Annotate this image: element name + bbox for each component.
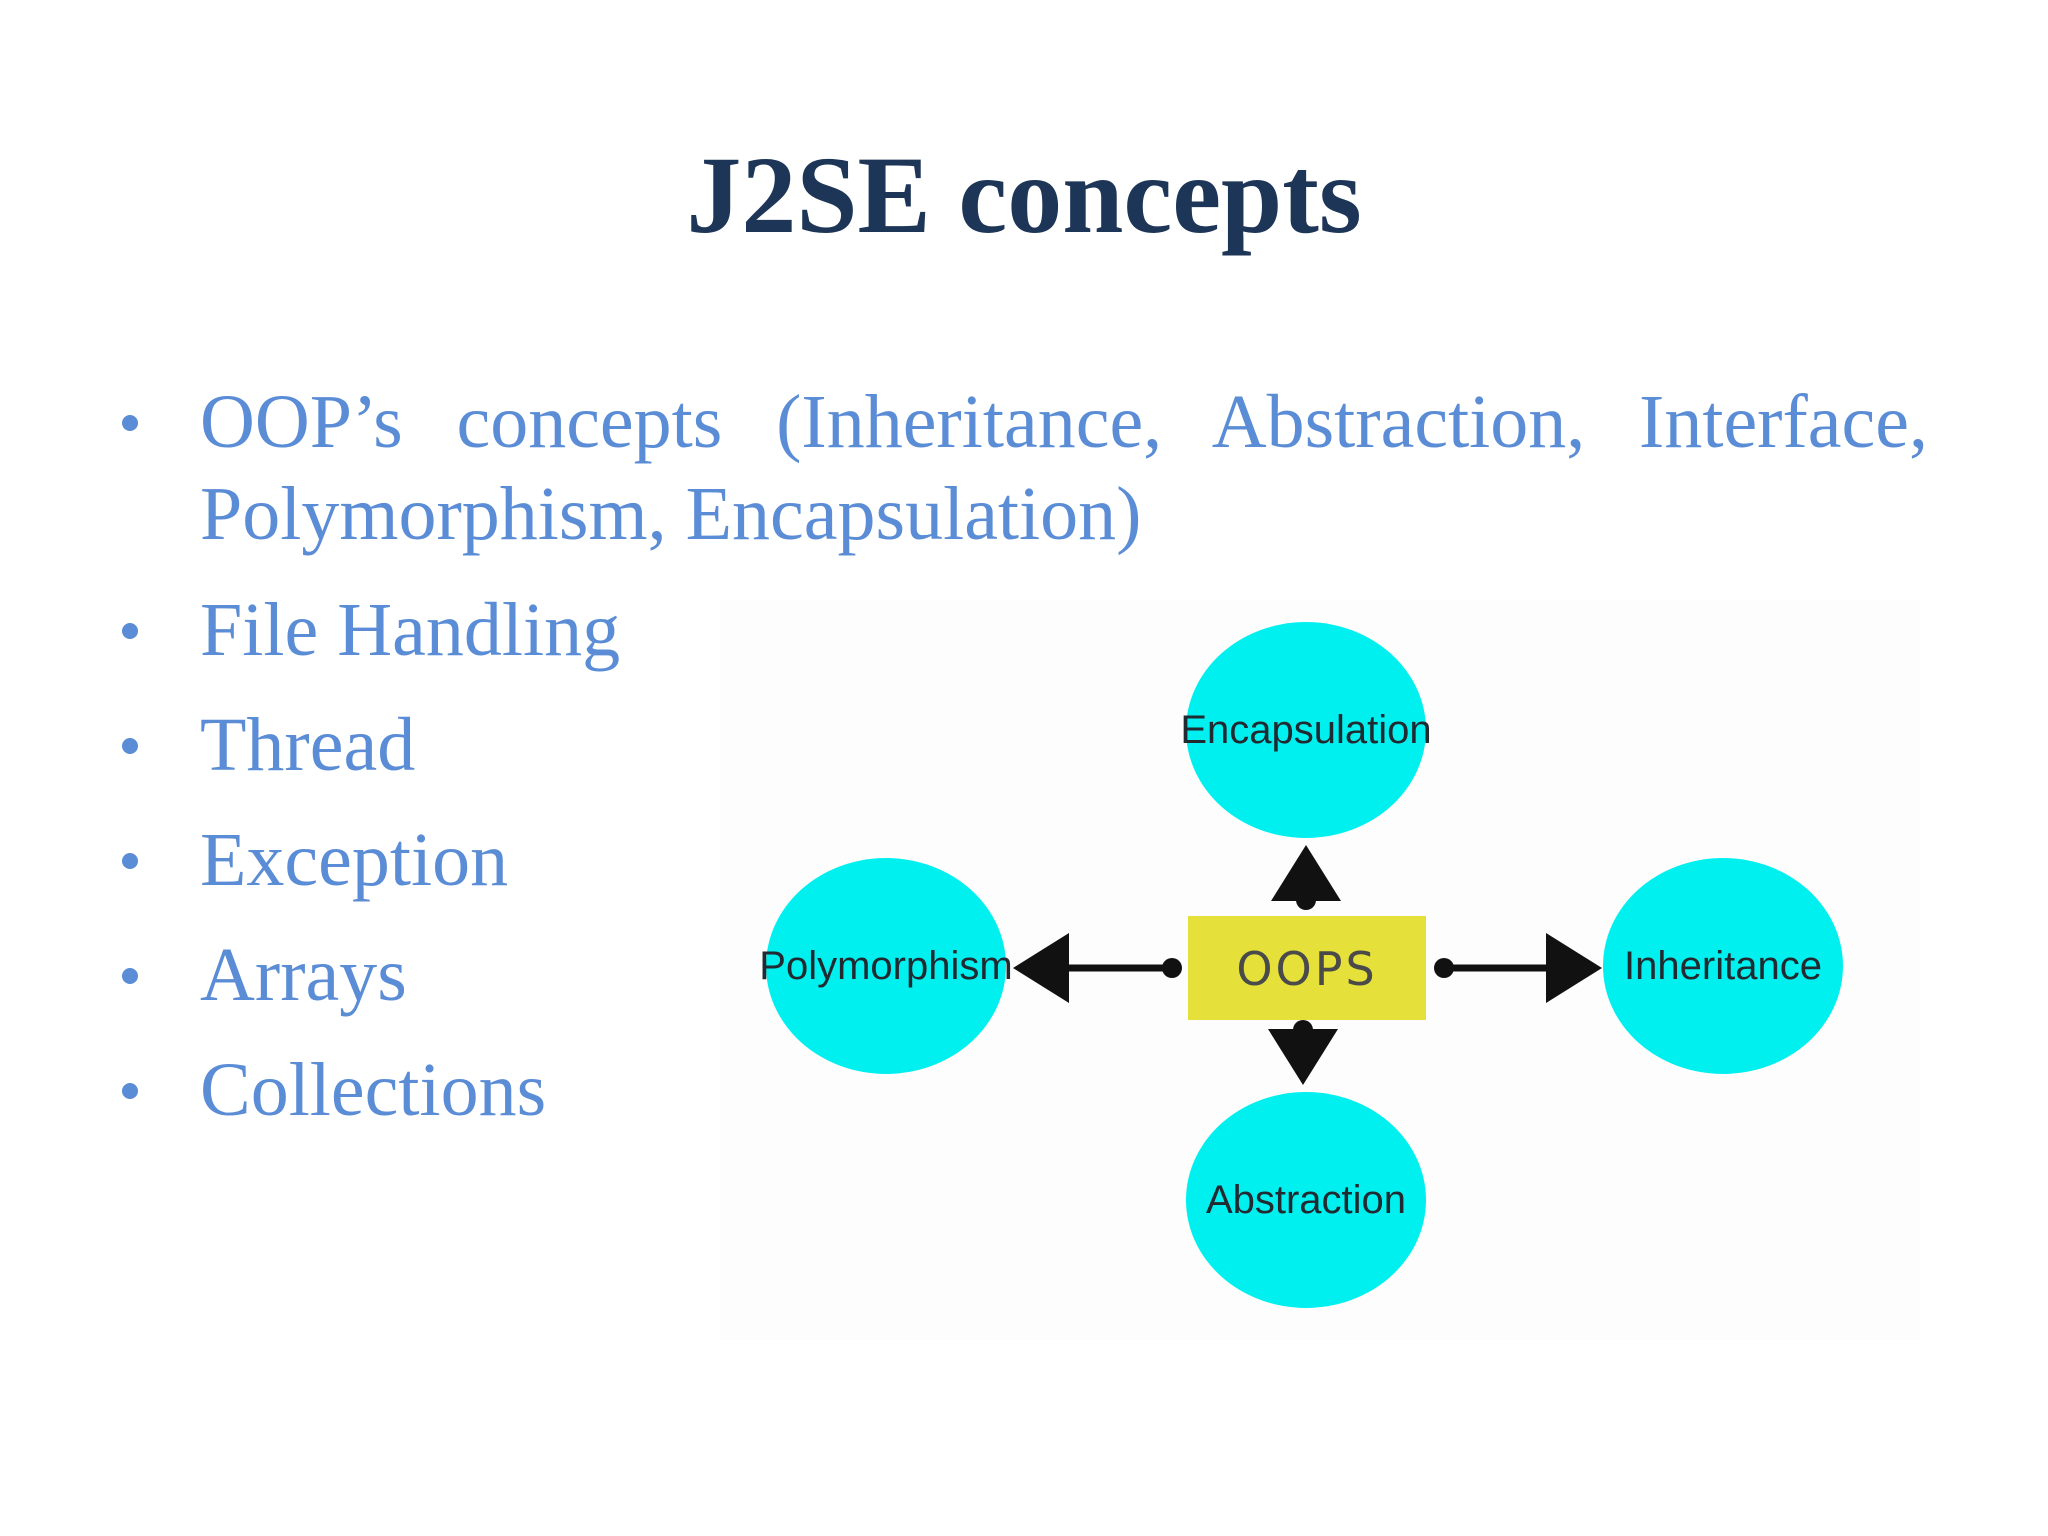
bullet-item-file-handling: File Handling (200, 588, 621, 672)
node-polymorphism-circle (766, 858, 1006, 1074)
oops-center-label: OOPS (1236, 942, 1377, 996)
arrow-to-encapsulation (1271, 845, 1341, 910)
bullet-dot (122, 853, 138, 869)
node-encapsulation-label: Encapsulation (1180, 708, 1431, 752)
bullet-dot (122, 415, 138, 431)
node-inheritance-circle (1603, 858, 1843, 1074)
bullet-dot (122, 738, 138, 754)
oops-diagram-svg: OOPS Encapsulation Polymorphism Inherita… (759, 622, 1843, 1308)
oops-diagram: OOPS Encapsulation Polymorphism Inherita… (720, 600, 1920, 1340)
bullet-dot (122, 968, 138, 984)
node-encapsulation-circle (1186, 622, 1426, 838)
bullet-dot (122, 1083, 138, 1099)
arrow-to-abstraction (1268, 1020, 1338, 1085)
node-inheritance-label: Inheritance (1624, 944, 1822, 988)
node-abstraction-circle (1186, 1092, 1426, 1308)
slide-title: J2SE concepts (686, 134, 1362, 256)
bullet-dot (122, 623, 138, 639)
bullet-item-exception: Exception (200, 818, 509, 902)
bullet-item-oop-concepts-line2: Polymorphism, Encapsulation) (200, 472, 1142, 556)
bullet-item-collections: Collections (200, 1048, 547, 1132)
bullet-item-arrays: Arrays (200, 933, 407, 1017)
arrow-to-polymorphism (1013, 933, 1182, 1003)
bullet-item-thread: Thread (200, 703, 416, 787)
node-abstraction-label: Abstraction (1206, 1178, 1406, 1222)
arrow-to-inheritance (1434, 933, 1602, 1003)
node-polymorphism-label: Polymorphism (759, 944, 1012, 988)
bullet-item-oop-concepts-line1: OOP’s concepts (Inheritance, Abstraction… (200, 380, 1928, 464)
oops-center-box (1188, 916, 1426, 1020)
